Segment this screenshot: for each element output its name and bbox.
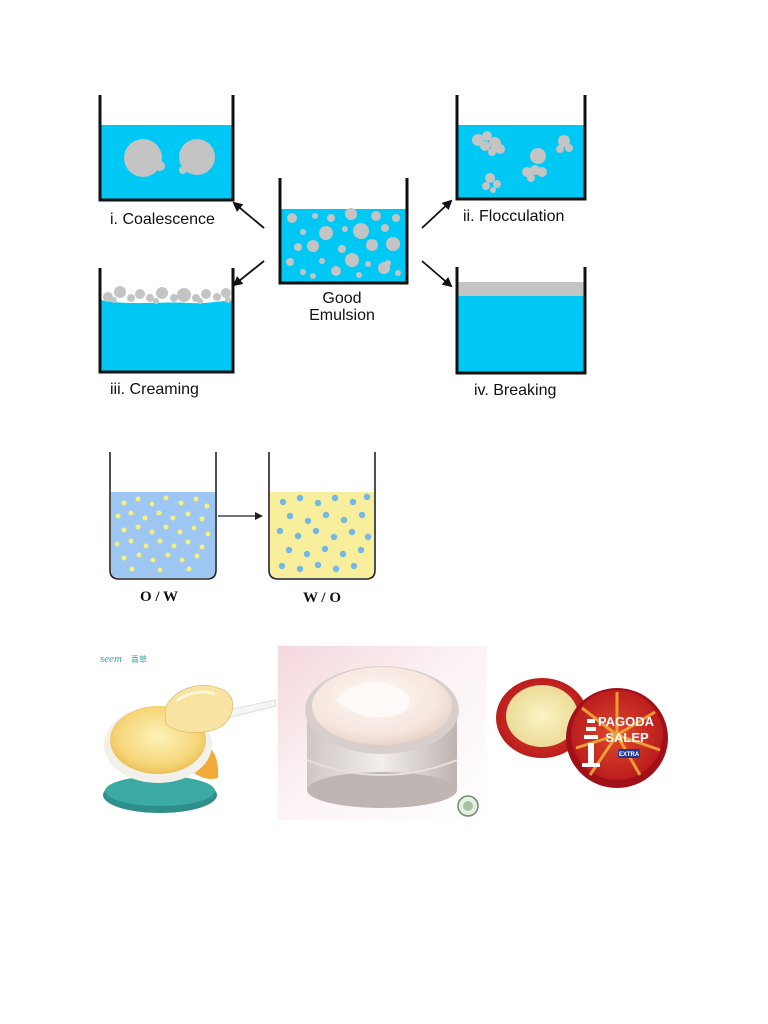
beaker-flocculation — [457, 95, 585, 199]
brand-logo-text: seem — [100, 653, 122, 665]
beaker-good-emulsion — [280, 178, 407, 283]
arrow-to-creaming — [234, 261, 264, 285]
beaker-coalescence — [100, 95, 233, 200]
brand-chinese-text: 喜草 — [131, 654, 147, 664]
beaker-oil-in-water — [110, 452, 216, 579]
beaker-breaking — [457, 267, 585, 373]
label-flocculation: ii. Flocculation — [463, 208, 564, 225]
label-breaking: iv. Breaking — [474, 382, 556, 399]
label-water-in-oil: W / O — [303, 590, 341, 606]
beaker-water-in-oil — [269, 452, 375, 579]
pagoda-title-line2: SALEP — [605, 730, 649, 745]
label-good-emulsion-line1: Good — [322, 290, 361, 307]
arrow-to-coalescence — [234, 203, 264, 228]
pagoda-badge: EXTRA — [619, 752, 640, 758]
photo-cream-jar-spatula: seem 喜草 — [97, 648, 277, 820]
label-oil-in-water: O / W — [140, 589, 178, 605]
photo-white-cream-jar — [278, 646, 487, 820]
label-creaming: iii. Creaming — [110, 381, 199, 398]
label-good-emulsion-line2: Emulsion — [309, 307, 375, 324]
photo-pagoda-salep-tin: PAGODA SALEP EXTRA — [494, 676, 672, 816]
arrow-to-breaking — [422, 261, 451, 286]
label-coalescence: i. Coalescence — [110, 211, 215, 228]
beaker-creaming — [100, 268, 233, 372]
pagoda-title-line1: PAGODA — [598, 714, 655, 729]
arrow-to-flocculation — [422, 201, 451, 228]
